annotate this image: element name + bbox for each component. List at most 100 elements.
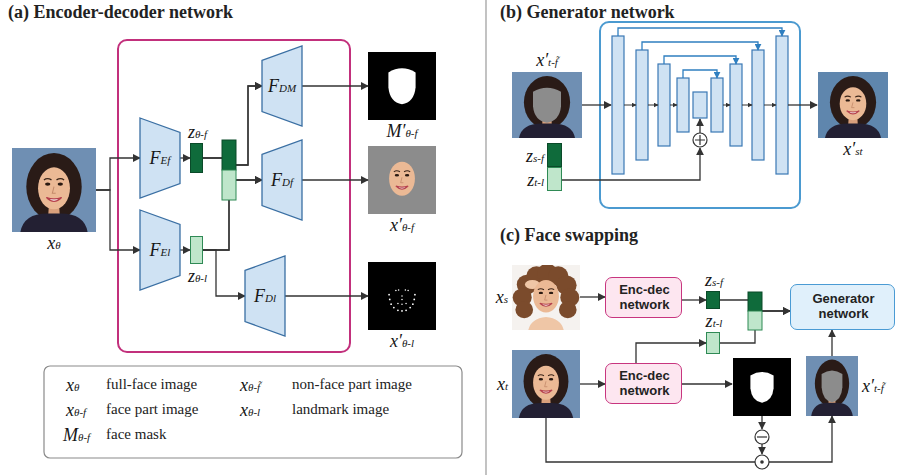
network-box: Generator network [790, 284, 895, 330]
target-face-photo [512, 350, 580, 418]
node-text: Generator network [796, 292, 891, 322]
non-face-image [811, 360, 853, 416]
swapped-face-photo [818, 72, 888, 138]
unet-step-arrow [624, 105, 636, 106]
face-photo [12, 148, 96, 232]
feature-vector: zs-f [547, 143, 562, 167]
source-face-photo [513, 264, 580, 330]
face-part-image [368, 146, 436, 214]
target-face-photo [519, 354, 573, 418]
panel-title: (b) Generator network [500, 3, 675, 22]
node-label: xs [496, 288, 508, 307]
flow-connector [203, 250, 245, 296]
flow-connector [180, 157, 190, 158]
unet-step-arrow [742, 105, 752, 106]
add-operator [693, 133, 707, 147]
mask-output: M′θ-f [368, 52, 436, 120]
legend-text: non-face part image [292, 377, 412, 393]
unet-step-arrow [764, 105, 776, 106]
node-label: zt-l [527, 171, 544, 190]
panel-divider [485, 0, 486, 475]
source-image: xs [512, 265, 580, 330]
invert-operator [757, 436, 767, 437]
legend-symbol: Mθ-f [63, 426, 90, 445]
concat-vector [222, 140, 236, 200]
legend-text: face mask [106, 427, 166, 443]
multiply-operator [760, 460, 764, 464]
flow-connector [546, 416, 832, 462]
unet-layer [752, 50, 764, 160]
landmark-vector: zt-l [547, 167, 562, 191]
face-part-image [389, 162, 415, 196]
feature-vector: zθ-f [190, 143, 203, 173]
mask-image [750, 372, 773, 403]
node-label: x′θ-l [390, 332, 414, 351]
block-outline [262, 140, 302, 220]
decoder-block: FDf [262, 140, 302, 220]
non-face-image [806, 356, 858, 416]
legend-text: face part image [106, 402, 198, 418]
add-operator [693, 133, 707, 147]
legend-symbol: xθ-f [66, 401, 86, 420]
multiply-operator [755, 455, 769, 469]
node-text: FDf [271, 171, 293, 190]
concat-vector [222, 140, 236, 170]
invert-operator [755, 430, 769, 444]
flow-connector [636, 343, 706, 363]
unet-step-arrow [723, 105, 730, 106]
decoder-block: FDM [262, 46, 302, 126]
non-face-image [822, 370, 843, 402]
unet-layer [677, 78, 689, 132]
flow-arrow [562, 148, 700, 180]
mask-image [368, 52, 436, 120]
flow-connector [682, 299, 706, 300]
node-label: zθ-l [188, 267, 207, 286]
node-text: FDM [268, 77, 296, 96]
unet-layer [658, 64, 670, 146]
encoder-block: FEf [140, 118, 180, 198]
node-label: x′θ-f [390, 216, 414, 235]
face-photo [20, 153, 87, 232]
block-outline [245, 256, 285, 336]
concat-vector [748, 311, 762, 330]
unet-layer [693, 92, 707, 118]
non-face-image [512, 72, 582, 138]
unet-layer [776, 36, 788, 174]
non-face-image [806, 356, 858, 416]
unet-layer [730, 64, 742, 146]
skip-connection [618, 28, 782, 36]
panel-title: (a) Encoder-decoder network [8, 3, 233, 22]
legend-text: landmark image [292, 402, 389, 418]
face-output: x′θ-f [368, 146, 436, 214]
skip-connection [642, 42, 758, 50]
mask-image [368, 52, 436, 120]
panel-title: (c) Face swapping [500, 226, 638, 245]
skip-connection [618, 28, 782, 78]
flow-connector [831, 330, 832, 356]
face-photo [12, 148, 96, 232]
target-face-photo [512, 350, 580, 418]
landmark-image [388, 289, 416, 312]
block-outline [140, 210, 180, 290]
node-text: Enc-dec network [611, 369, 678, 399]
landmark-vector: zθ-l [190, 236, 203, 264]
flow-arrow [761, 444, 762, 454]
flow-arrow [562, 105, 817, 454]
encoder-block: FEl [140, 210, 180, 290]
flow-connector [302, 179, 368, 180]
landmark-vector: zt-l [706, 332, 720, 354]
skip-connection [683, 70, 717, 78]
swapped-output: x′st [818, 72, 888, 138]
face-photo [38, 167, 70, 209]
concat-vector [222, 170, 236, 200]
full-face-image: xθ [12, 148, 96, 232]
target-image: xt [512, 350, 580, 418]
unet-step-arrow [624, 105, 776, 106]
node-label: zs-f [705, 271, 723, 290]
non-face-image: x′t-f̃ [806, 356, 858, 416]
node-label: zs-f [526, 147, 544, 166]
node-label: x′t-f̃ [862, 377, 884, 396]
block-outline [140, 118, 180, 198]
node-label: x′t-f̃ [536, 51, 558, 70]
network-box: Enc-dec network [605, 277, 682, 318]
